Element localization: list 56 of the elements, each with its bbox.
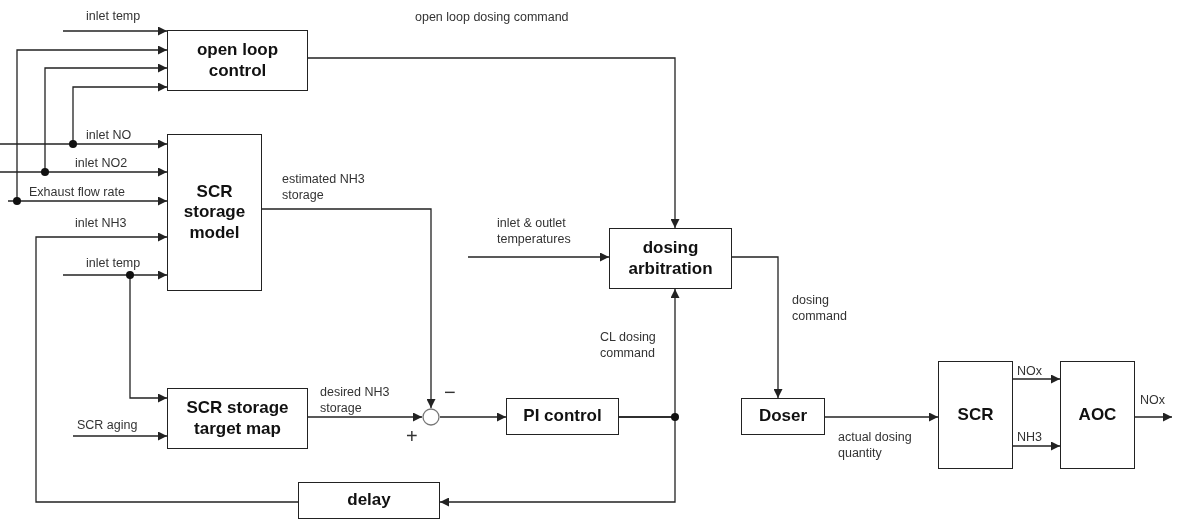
arrow (1134, 412, 1173, 422)
arrow (439, 412, 507, 422)
edge-label: NOx (1140, 393, 1165, 409)
edge-label: inlet NH3 (75, 216, 127, 232)
block-box (741, 398, 825, 435)
sign-label: + (406, 426, 418, 446)
block-label: SCR storage target map (185, 398, 290, 439)
arrow (7, 196, 168, 206)
arrow (1012, 374, 1061, 384)
edge-label: NOx (1017, 364, 1042, 380)
edge-label: desired NH3 storage (320, 385, 391, 417)
edge-label: inlet NO (86, 128, 132, 144)
arrow (62, 270, 168, 280)
arrow (1012, 441, 1061, 451)
block-box (167, 134, 262, 291)
arrow (62, 26, 168, 36)
block-label: delay (346, 490, 392, 511)
edge-label: inlet temp (86, 256, 141, 272)
block-box (938, 361, 1013, 469)
block-box (609, 228, 732, 289)
block-label: SCR storage model (182, 181, 247, 244)
block-box (298, 482, 440, 519)
block-box (1060, 361, 1135, 469)
edge-label: inlet temp (86, 9, 141, 25)
arrow (261, 208, 436, 409)
block-label: SCR (956, 404, 995, 426)
block-box (506, 398, 619, 435)
edge-label: CL dosing command (600, 330, 657, 362)
arrow (731, 256, 783, 399)
arrow (0, 167, 168, 177)
block-box (167, 388, 308, 449)
block-box (167, 30, 308, 91)
arrow (35, 232, 299, 503)
block-label: PI control (522, 406, 603, 427)
edge-label: inlet & outlet temperatures (497, 216, 572, 248)
arrow (439, 416, 676, 507)
arrow (467, 252, 610, 262)
arrow (307, 57, 680, 229)
summing-junction (422, 408, 440, 426)
block-label: open loop control (195, 40, 280, 81)
edge-label: open loop dosing command (415, 10, 569, 26)
block-label: dosing arbitration (627, 238, 714, 279)
block-label: Doser (757, 406, 809, 427)
arrow (824, 412, 939, 422)
edge-label: actual dosing quantity (838, 430, 913, 462)
edge-label: SCR aging (77, 418, 138, 434)
block-label: AOC (1077, 404, 1118, 426)
edge-label: inlet NO2 (75, 156, 128, 172)
edge-label: estimated NH3 storage (282, 172, 366, 204)
arrow (72, 431, 168, 441)
arrow (307, 412, 423, 422)
arrow (0, 139, 168, 149)
sign-label: − (444, 382, 456, 402)
edge-label: Exhaust flow rate (29, 185, 125, 201)
edge-label: NH3 (1017, 430, 1042, 446)
edge-label: dosing command (792, 293, 848, 325)
